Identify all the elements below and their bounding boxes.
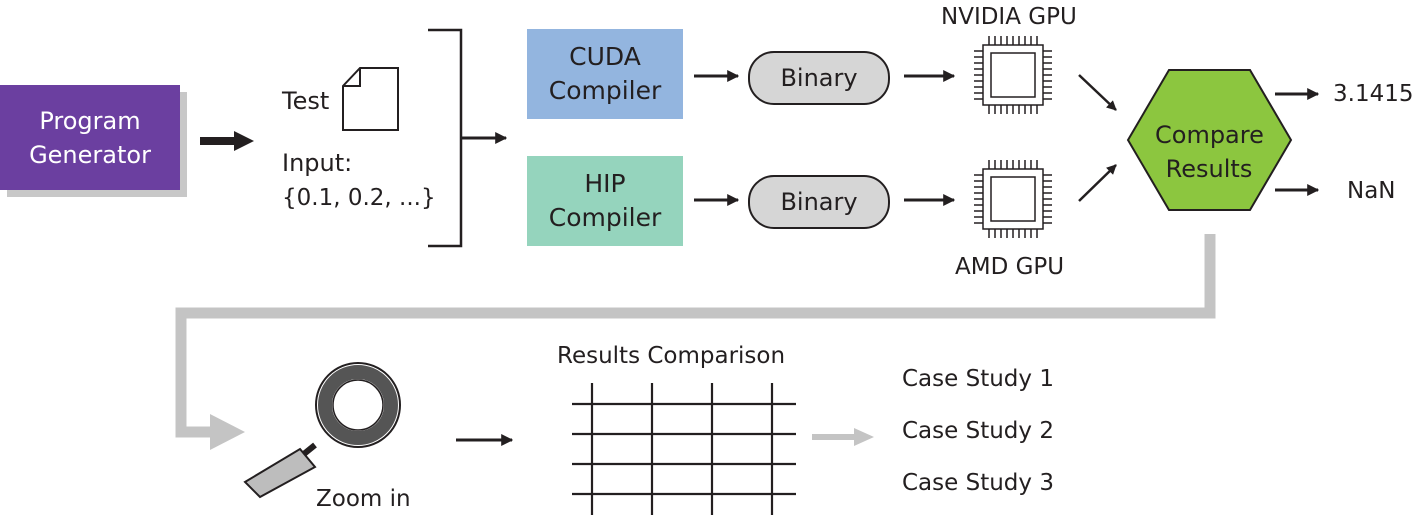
input-label: Input: <box>282 149 353 177</box>
test-label: Test <box>282 87 330 115</box>
nvidia-to-compare-arrow <box>1078 74 1117 111</box>
zoom-in-label: Zoom in <box>316 486 411 512</box>
nvidia-gpu-chip-icon <box>974 36 1052 114</box>
nvidia-gpu-label: NVIDIA GPU <box>941 4 1077 30</box>
amd-gpu-label: AMD GPU <box>955 254 1065 280</box>
amd-gpu-chip-icon <box>974 160 1052 238</box>
hip-binary: Binary <box>748 175 890 229</box>
input-bracket <box>428 28 463 248</box>
case-study-3: Case Study 3 <box>902 470 1054 496</box>
compare-results-text: Compare Results <box>1155 121 1264 183</box>
program-generator-box: Program Generator <box>0 85 180 190</box>
cuda-compiler-label: CUDA Compiler <box>548 42 662 105</box>
case-study-1: Case Study 1 <box>902 366 1054 392</box>
generator-arrow <box>200 131 254 151</box>
output-value: 3.1415 <box>1333 81 1413 107</box>
results-comparison-title: Results Comparison <box>557 343 786 369</box>
case-study-2: Case Study 2 <box>902 418 1054 444</box>
output-nan: NaN <box>1347 178 1396 204</box>
compare-results-label: Compare Results <box>1155 118 1264 186</box>
results-grid-icon <box>572 383 796 515</box>
feedback-path <box>175 234 1216 450</box>
document-icon <box>342 67 399 131</box>
hip-compiler-label: HIP Compiler <box>548 169 662 232</box>
to-case-studies-arrow <box>812 428 874 446</box>
cuda-binary-label: Binary <box>780 64 858 92</box>
compare-hexagon <box>1126 69 1293 211</box>
hip-compiler-box: HIP Compiler <box>527 156 683 246</box>
input-values: {0.1, 0.2, ...} <box>282 185 436 211</box>
cuda-binary: Binary <box>748 51 890 105</box>
program-generator-label: Program Generator <box>29 106 151 169</box>
cuda-compiler-box: CUDA Compiler <box>527 29 683 119</box>
magnifier-icon <box>243 362 401 499</box>
hip-binary-label: Binary <box>780 188 858 216</box>
amd-to-compare-arrow <box>1078 164 1117 202</box>
